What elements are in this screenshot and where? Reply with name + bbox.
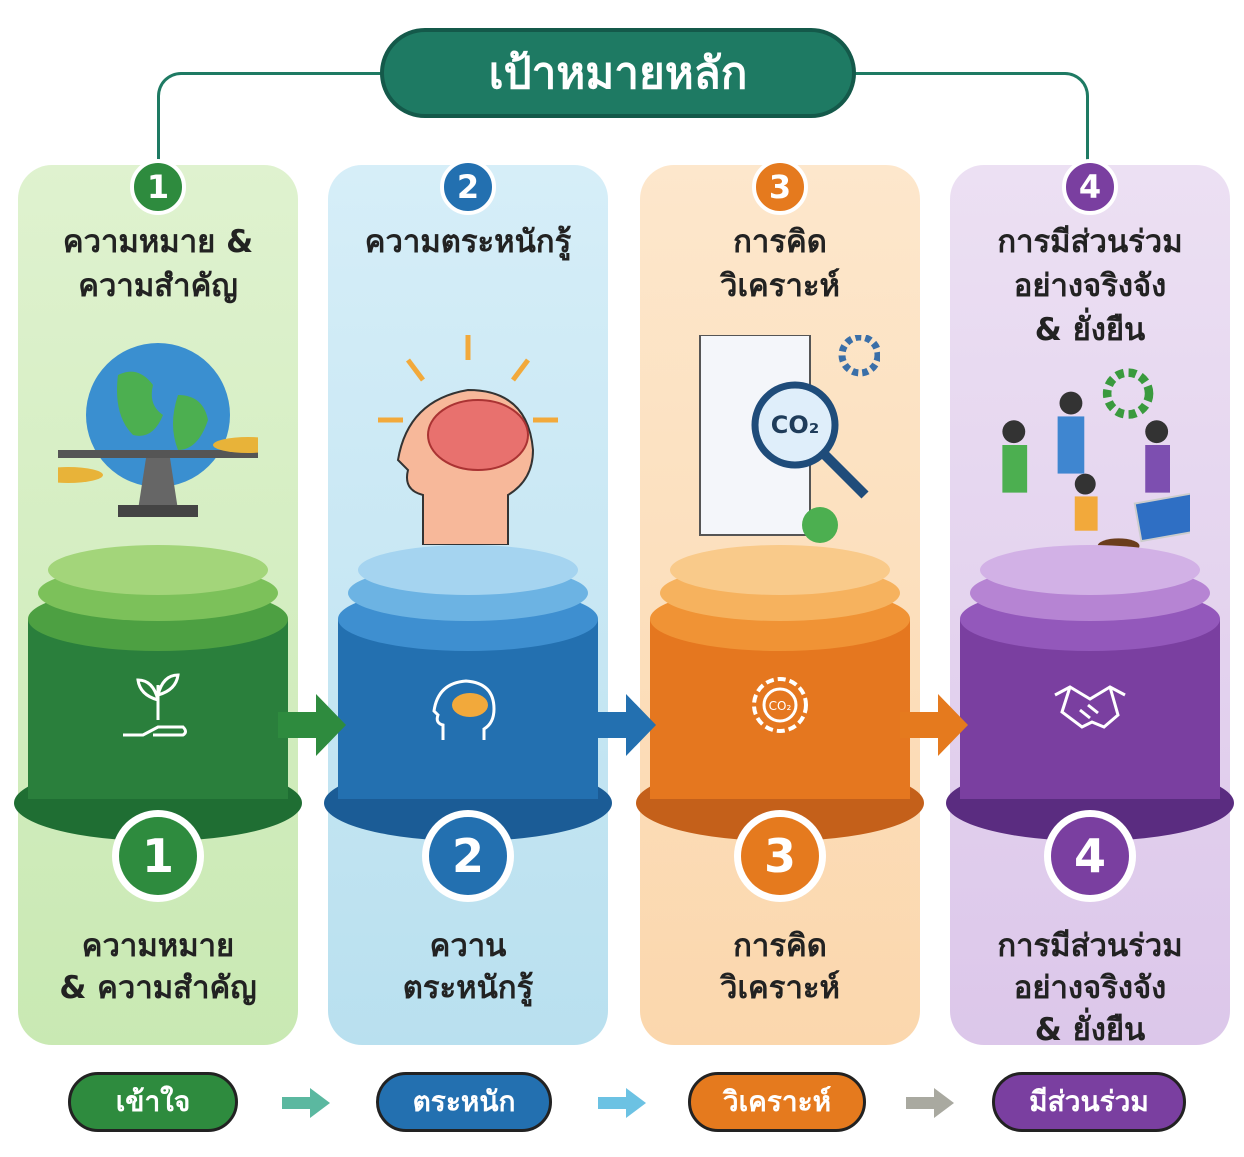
flow-arrow-1-2 [278,694,346,756]
step-2-panel: 2 ความตระหนักรู้ 2 ควานตระหนักรู้ [324,159,612,1045]
step-1-pedestal [14,545,302,845]
step-3-panel: 3 การคิดวิเคราะห์ CO₂ CO₂ 3 การคิดวิเครา… [636,159,924,1045]
people-planting-icon [1002,368,1190,554]
step-1-large-number: 1 [112,810,204,902]
step-4-bottom-text: การมีส่วนร่วมอย่างจริงจัง& ยั่งยืน [997,928,1183,1048]
pill-understand: เข้าใจ [68,1072,238,1132]
pill-aware: ตระหนัก [376,1072,552,1132]
step-1-title: ความหมาย &ความสำคัญ [62,224,254,304]
step-3-pedestal: CO₂ [636,545,924,845]
step-2-title: ความตระหนักรู้ [364,224,572,260]
svg-text:CO₂: CO₂ [771,411,820,439]
step-2-bottom-text: ควานตระหนักรู้ [402,928,534,1006]
connector-line-left [157,72,383,162]
co2-analysis-icon: CO₂ [699,335,880,543]
small-arrow-3 [906,1088,954,1118]
head-brain-icon [378,335,558,545]
pill-participate: มีส่วนร่วม [992,1072,1186,1132]
step-3-large-number: 3 [734,810,826,902]
svg-text:CO₂: CO₂ [769,699,792,713]
step-3-title: การคิดวิเคราะห์ [720,224,840,304]
step-2-large-number: 2 [422,810,514,902]
step-1-bottom-text: ความหมาย& ความสำคัญ [59,928,257,1006]
step-3-number-badge: 3 [752,159,808,215]
step-4-pedestal [946,545,1234,845]
step-4-large-number: 4 [1044,810,1136,902]
step-1-number-badge: 1 [130,159,186,215]
small-arrow-2 [598,1088,646,1118]
flow-arrow-2-3 [588,694,656,756]
step-4-title: การมีส่วนร่วมอย่างจริงจัง& ยั่งยืน [997,224,1183,348]
step-2-number-badge: 2 [440,159,496,215]
flow-arrow-3-4 [900,694,968,756]
hand-plant-icon [123,673,187,737]
step-3-bottom-text: การคิดวิเคราะห์ [720,928,840,1006]
step-1-panel: 1 ความหมาย &ความสำคัญ 1 ความหมาย& ความสำ… [14,159,302,1045]
main-goal-title: เป้าหมายหลัก [380,28,856,118]
globe-balance-icon [58,343,258,517]
pill-analyze: วิเคราะห์ [688,1072,866,1132]
step-2-pedestal [324,545,612,845]
connector-line-right [853,72,1089,162]
gear-co2-icon: CO₂ [752,677,808,733]
step-4-panel: 4 การมีส่วนร่วมอย่างจริงจัง& ยั่งยืน 4 ก… [946,159,1234,1048]
handshake-icon [1054,685,1126,729]
step-4-number-badge: 4 [1062,159,1118,215]
small-arrow-1 [282,1088,330,1118]
head-brain-icon [432,679,496,740]
